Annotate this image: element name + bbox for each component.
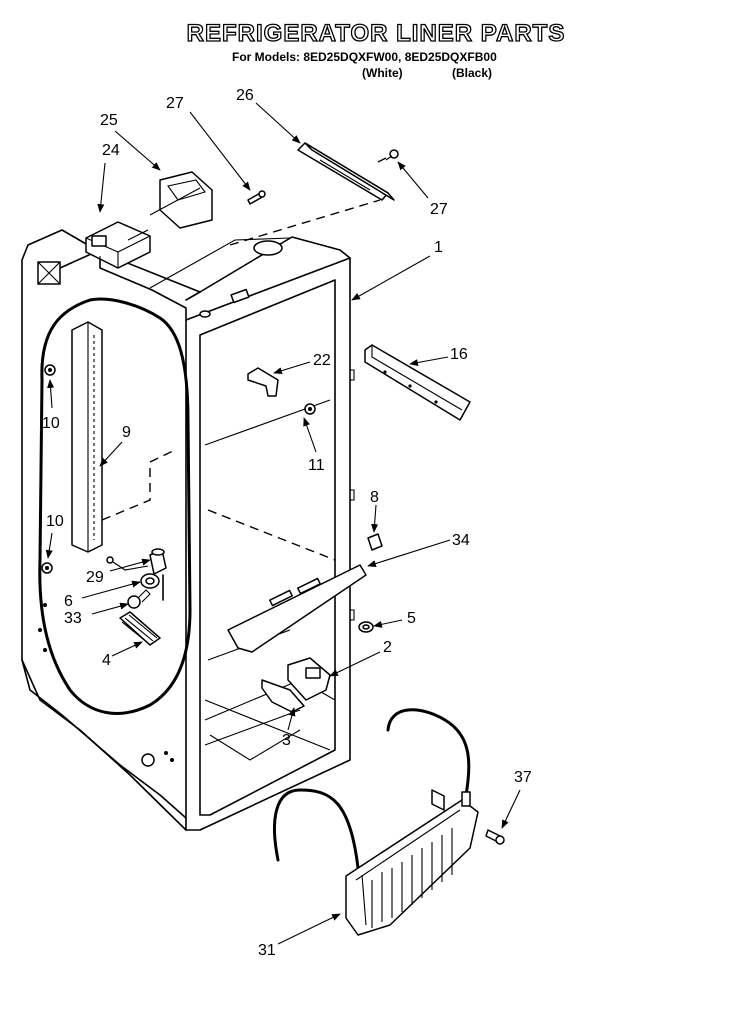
callout-16: 16	[450, 346, 468, 363]
callout-27-left: 27	[166, 95, 184, 112]
callout-37: 37	[514, 769, 532, 786]
callout-1: 1	[434, 239, 443, 256]
leader-lines	[45, 102, 521, 945]
callout-25: 25	[100, 112, 118, 129]
small-clip	[367, 533, 383, 551]
mounting-clip	[247, 367, 279, 397]
variant-white: (White)	[362, 66, 403, 80]
light-diffuser	[227, 564, 367, 653]
channel-guide-dashline	[229, 199, 381, 246]
rail-guide-dashline	[101, 449, 176, 521]
callout-22: 22	[313, 352, 331, 369]
rail-screw-lower	[41, 562, 53, 574]
callout-26: 26	[236, 87, 254, 104]
bracket-screw	[247, 190, 266, 205]
callout-31: 31	[258, 942, 276, 959]
callout-10-lower: 10	[46, 513, 64, 530]
heater-cover-assembly	[272, 708, 479, 936]
callout-5: 5	[407, 610, 416, 627]
cover-screw	[485, 829, 505, 845]
liner-cabinet	[21, 229, 355, 831]
lower-bracket-right	[287, 657, 331, 701]
vent-grille	[119, 611, 161, 646]
heater-wire-loop	[38, 297, 192, 715]
screw-guide-dashline	[377, 157, 387, 163]
callout-34: 34	[452, 532, 470, 549]
shelf-support-right	[364, 344, 471, 421]
callout-2: 2	[383, 639, 392, 656]
callout-labels: 1 2 3 4 5 6 8 9 10 10 11 16 22 24 25 26 …	[42, 87, 532, 959]
callout-9: 9	[122, 424, 131, 441]
light-socket-ring	[140, 573, 160, 589]
variant-black: (Black)	[452, 66, 493, 80]
light-bulb	[127, 589, 151, 609]
callout-33: 33	[64, 610, 82, 627]
top-channel	[297, 142, 395, 201]
channel-screw	[385, 149, 399, 161]
callout-4: 4	[102, 652, 111, 669]
nut	[358, 621, 374, 633]
callout-8: 8	[370, 489, 379, 506]
shelf-rail	[71, 321, 103, 553]
callout-11: 11	[308, 457, 325, 474]
callout-3: 3	[282, 732, 291, 749]
callout-29: 29	[86, 569, 104, 586]
callout-27-right: 27	[430, 201, 448, 218]
callout-24: 24	[102, 142, 120, 159]
light-socket	[106, 548, 167, 575]
diagram-title: REFRIGERATOR LINER PARTS	[186, 19, 566, 47]
models-line: For Models: 8ED25DQXFW00, 8ED25DQXFB00	[232, 50, 497, 64]
callout-6: 6	[64, 593, 73, 610]
clip-screw	[304, 403, 316, 415]
control-housing	[85, 221, 151, 269]
control-bracket	[149, 171, 213, 229]
callout-10-upper: 10	[42, 415, 60, 432]
rail-screw-upper	[44, 364, 56, 376]
